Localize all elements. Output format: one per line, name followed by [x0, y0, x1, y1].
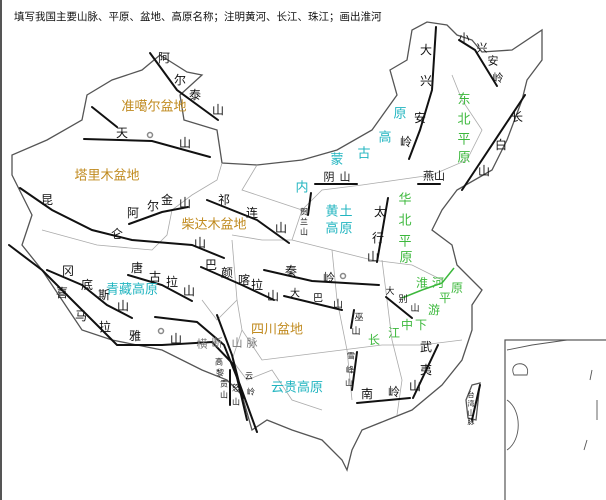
label-xuefeng: 雪峰山 [345, 352, 355, 388]
label-neimenggu: 内蒙古高原 [295, 107, 406, 196]
worksheet-instruction: 填写我国主要山脉、平原、盆地、高原名称；注明黄河、长江、珠江；画出淮河 [14, 11, 382, 23]
label-huangtu: 黄土高原 [325, 205, 352, 237]
dabie-line [385, 296, 413, 319]
urumqi-marker [146, 131, 154, 139]
inset-box [504, 339, 606, 500]
tianshan-line [83, 106, 211, 158]
label-nanling: 南岭 [361, 385, 400, 401]
huaihe-river [401, 267, 455, 299]
wushan-line [350, 309, 355, 329]
label-huabei: 华北平原 [398, 193, 412, 266]
label-yanshan: 燕山 [423, 170, 445, 183]
helan-line [307, 192, 312, 216]
label-dabashan: 大巴山 [290, 287, 343, 311]
map-labels: 阿尔泰山准噶尔盆地天山塔里木盆地昆仑山阿尔金山祁连山柴达木盆地冈底斯山喜马拉雅山… [41, 32, 523, 427]
qinling-line [263, 269, 380, 286]
label-yungui: 云贵高原 [271, 380, 323, 396]
label-daxinganling: 大兴安岭 [400, 43, 432, 149]
label-sichuan: 四川盆地 [251, 323, 303, 338]
label-changjiang: 长江中下游平原 [368, 281, 463, 347]
xuefeng-line [351, 351, 358, 391]
taihang-line [376, 197, 389, 263]
daxinganling-line [408, 26, 437, 160]
label-junggar: 准噶尔盆地 [121, 100, 186, 115]
kunlun-line [19, 187, 225, 259]
label-nushan: 怒山 [232, 383, 240, 407]
label-tianshan: 天山 [116, 126, 191, 150]
xiaoxinganling-line [458, 39, 498, 87]
bayankala-line [200, 266, 275, 301]
gangdise-line [46, 269, 133, 319]
qilian-line [206, 199, 290, 244]
lhasa-marker [157, 327, 165, 335]
label-helan: 贺兰山 [300, 207, 308, 237]
label-wuyi: 武夷山 [409, 340, 432, 393]
label-qinling: 秦岭 [285, 264, 335, 285]
label-qingzang: 青藏高原 [106, 282, 158, 298]
label-changbai: 长白山 [478, 110, 523, 178]
label-taiwan: 台湾山脉 [468, 390, 475, 426]
mountain-ranges [8, 26, 526, 433]
city-markers [146, 131, 347, 335]
province-borders [41, 74, 483, 416]
xian-marker [339, 272, 347, 280]
label-taihang: 太行山 [367, 204, 386, 264]
tanggula-line [127, 274, 193, 302]
national-border [11, 21, 543, 472]
label-yunling: 云岭 [245, 372, 255, 397]
label-qaidam: 柴达木盆地 [181, 218, 246, 233]
label-yinshan: 阴山 [324, 171, 351, 184]
wuyi-line [412, 344, 439, 399]
taiwan-line [471, 384, 481, 421]
altun-line [128, 206, 189, 225]
nanling-line [356, 397, 411, 404]
label-tarim: 塔里木盆地 [74, 169, 139, 184]
label-dongbei: 东北平原 [457, 93, 470, 166]
changbai-line [461, 94, 526, 191]
hengduan-lines [154, 314, 258, 433]
label-bayankala: 巴颜喀拉山 [205, 258, 279, 303]
label-altun: 阿尔金山 [127, 192, 191, 220]
altai-mountains-line [149, 52, 219, 121]
dabashan-line [283, 295, 343, 311]
